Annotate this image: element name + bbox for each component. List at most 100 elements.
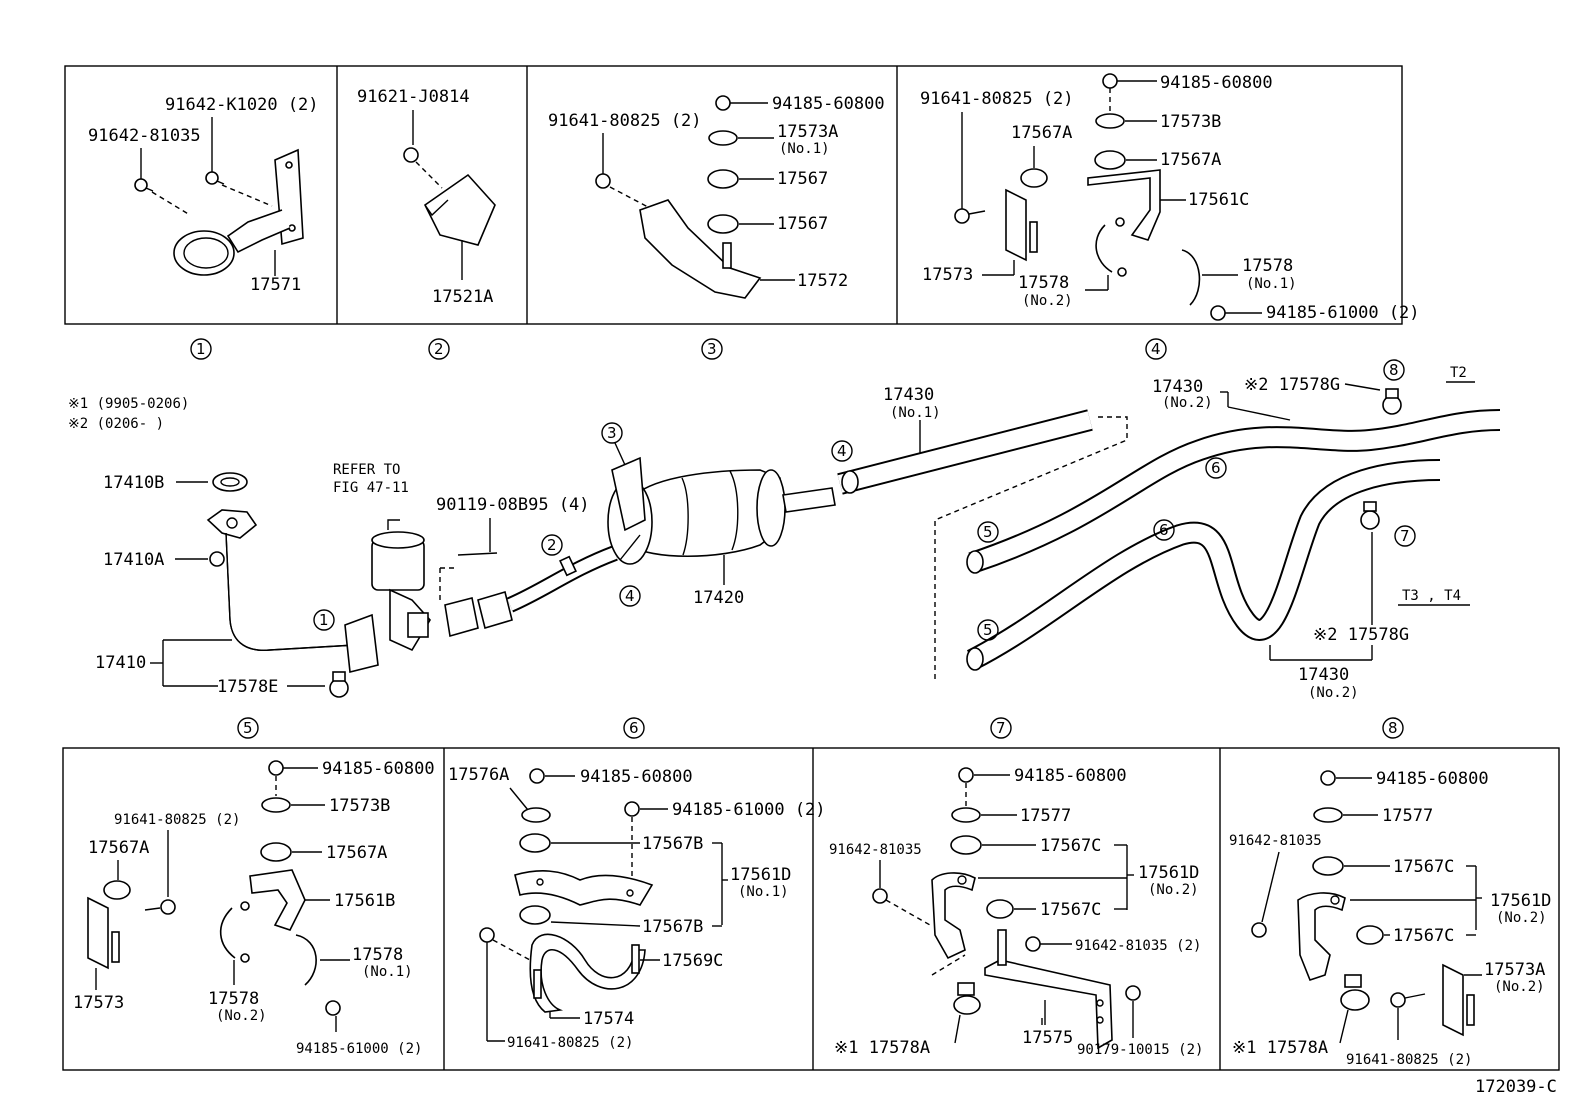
label-17578-no1: 17578 [1242,256,1293,276]
support-bar-icon [984,929,1113,1050]
callout-8-mid: 8 [1389,361,1399,379]
label-17578-no2: 17578 [208,989,259,1009]
cushion-icon [986,899,1014,919]
nut-icon [1125,985,1141,1001]
front-pipe-group: 17410B 17410A 1 17410 17578E [95,472,379,698]
label-17430-no2-t2-sub: (No.2) [1162,395,1213,411]
nut-icon [1320,770,1336,786]
label-17576A: 17576A [448,765,509,785]
cushion-icon [707,169,739,189]
washer-icon [521,807,551,823]
clamp-icon [953,982,981,1015]
hanger-bracket-icon [249,869,306,931]
center-pipe-icon [444,545,618,638]
label-17561D-no1-sub: (No.1) [738,884,789,900]
label-17578-no1: 17578 [352,945,403,965]
clamp-half-icon [1095,217,1127,277]
callout-3: 3 [707,340,717,358]
box-5: 94185-60800 17573B 91641-80825 (2) 17567… [73,759,435,1057]
label-17567C-b: 17567C [1393,926,1454,946]
label-17561D-no2: 17561D [1138,863,1199,883]
label-17578-no2-sub: (No.2) [216,1008,267,1024]
label-17567C-b: 17567C [1040,900,1101,920]
callout-1-mid: 1 [319,611,329,629]
front-pipe-icon [206,509,379,673]
label-94185-61000: 94185-61000 (2) [296,1041,422,1057]
label-17578A: ※1 17578A [834,1038,930,1058]
washer-icon [1313,807,1343,823]
l-bracket-icon [1442,963,1475,1037]
nut-icon [958,767,974,783]
gasket-icon [212,472,248,492]
refer-line-2: FIG 47-11 [333,480,409,496]
l-bracket-icon [1005,188,1038,262]
callout-2: 2 [434,340,444,358]
box-4: 91641-80825 (2) 94185-60800 17573B 17567… [920,73,1420,323]
label-17567C: 17567C [1393,857,1454,877]
callouts-bottom-row: 5 6 7 8 [237,717,1404,739]
label-17578G-bot: ※2 17578G [1313,625,1409,645]
note-1: ※1 (9905-0206) [68,396,189,412]
label-17561D-no1: 17561D [730,865,791,885]
bolt-icon [872,888,888,904]
callout-6: 6 [629,719,639,737]
label-91642-81035: 91642-81035 [1229,833,1322,849]
label-17573B: 17573B [1160,112,1221,132]
label-94185-60800: 94185-60800 [1376,769,1489,789]
label-17578E: 17578E [217,677,278,697]
label-17571: 17571 [250,275,301,295]
box-3: 91641-80825 (2) 94185-60800 17573A (No.1… [548,94,885,299]
label-17567A-b: 17567A [1160,150,1221,170]
bolt-icon [134,178,154,192]
label-17561D-no2-sub: (No.2) [1148,882,1199,898]
label-17567A: 17567A [88,838,149,858]
label-17572: 17572 [797,271,848,291]
label-17573A-no2: (No.2) [1494,979,1545,995]
label-17578-no1-sub: (No.1) [1246,276,1297,292]
bottom-boxes-frame [62,747,1560,1071]
bolt-icon [403,147,419,163]
support-bracket-icon [639,199,762,299]
callout-7-mid: 7 [1400,527,1410,545]
label-17578-no2-sub: (No.2) [1022,293,1073,309]
label-17410: 17410 [95,653,146,673]
callout-5: 5 [243,719,253,737]
box-7: 94185-60800 17577 91642-81035 17567C 175… [829,766,1203,1058]
label-94185-60800: 94185-60800 [772,94,885,114]
l-bracket-icon [87,896,120,970]
label-17573: 17573 [73,993,124,1013]
label-17567-b: 17567 [777,214,828,234]
variant-t34: T3 , T4 [1402,588,1461,604]
clamp-half-icon [219,901,250,963]
label-17567B: 17567B [642,834,703,854]
clamp-half-icon [1181,249,1201,306]
label-17578A: ※1 17578A [1232,1038,1328,1058]
label-94185-60800: 94185-60800 [1160,73,1273,93]
label-17567: 17567 [777,169,828,189]
label-17430-no2-t34: 17430 [1298,665,1349,685]
label-17430-no1-sub: (No.1) [890,405,941,421]
label-17567B-b: 17567B [642,917,703,937]
callout-6-t2: 6 [1211,459,1221,477]
plate-icon [514,870,654,906]
bolt-icon [205,171,225,185]
nut-icon [209,551,225,567]
callout-2-mid: 2 [547,536,557,554]
note-2: ※2 (0206- ) [68,416,164,432]
label-17573B: 17573B [329,796,390,816]
label-17573: 17573 [922,265,973,285]
converter-icon [371,519,431,652]
label-17574: 17574 [583,1009,634,1029]
callout-5-t34: 5 [983,621,993,639]
box-1: 91642-K1020 (2) 91642-81035 17571 [88,95,319,295]
tail-pipe-icon [966,409,1501,574]
cushion-icon [950,835,982,855]
label-17578-no2: 17578 [1018,273,1069,293]
catalyst-group: REFER TO FIG 47-11 90119-08B95 (4) 2 [333,462,618,652]
clamp-half-icon [295,934,317,986]
label-17573A-no1: (No.1) [779,141,830,157]
cushion-icon [519,905,551,925]
bolt-icon [144,899,176,915]
